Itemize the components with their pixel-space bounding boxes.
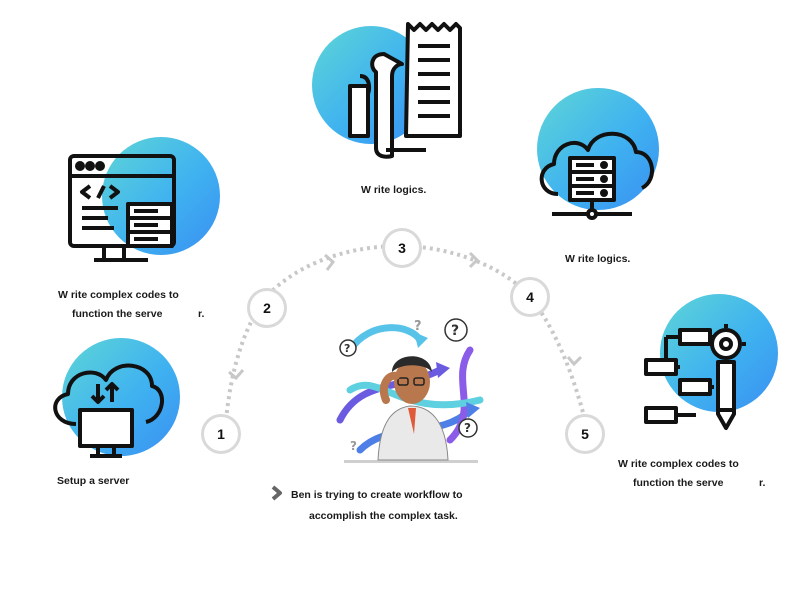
step-number-1: 1 <box>201 414 241 454</box>
step-number-3: 3 <box>382 228 422 268</box>
svg-text:?: ? <box>464 421 471 435</box>
center-caption-line2: accomplish the complex task. <box>309 510 458 522</box>
confused-person-illustration: ? ? ? ? ? <box>336 318 484 463</box>
step-5-caption-tail: r. <box>759 477 766 489</box>
step-5-caption-line1: W rite complex codes to <box>618 458 739 470</box>
cloud-database-server-icon <box>539 131 655 220</box>
svg-text:?: ? <box>350 439 357 453</box>
svg-text:?: ? <box>451 323 459 339</box>
workflow-gear-pencil-icon <box>644 324 746 430</box>
svg-text:?: ? <box>414 319 422 334</box>
step-number-2: 2 <box>247 288 287 328</box>
script-documents-icon <box>348 22 462 159</box>
step-2-caption-line1: W rite complex codes to <box>58 289 179 301</box>
step-4-caption: W rite logics. <box>565 253 631 265</box>
step-number-5: 5 <box>565 414 605 454</box>
cloud-computer-upload-icon <box>53 363 164 458</box>
chevron-right-icon <box>271 485 282 501</box>
step-2-caption-tail: r. <box>198 308 205 320</box>
code-browser-server-icon <box>68 154 176 262</box>
step-5-caption-line2: function the serve <box>633 477 724 489</box>
center-caption-line1: Ben is trying to create workflow to <box>291 489 463 501</box>
step-3-caption: W rite logics. <box>361 184 427 196</box>
svg-text:?: ? <box>344 342 350 355</box>
step-2-caption-line2: function the serve <box>72 308 163 320</box>
step-1-caption: Setup a server <box>57 475 130 487</box>
step-number-4: 4 <box>510 277 550 317</box>
